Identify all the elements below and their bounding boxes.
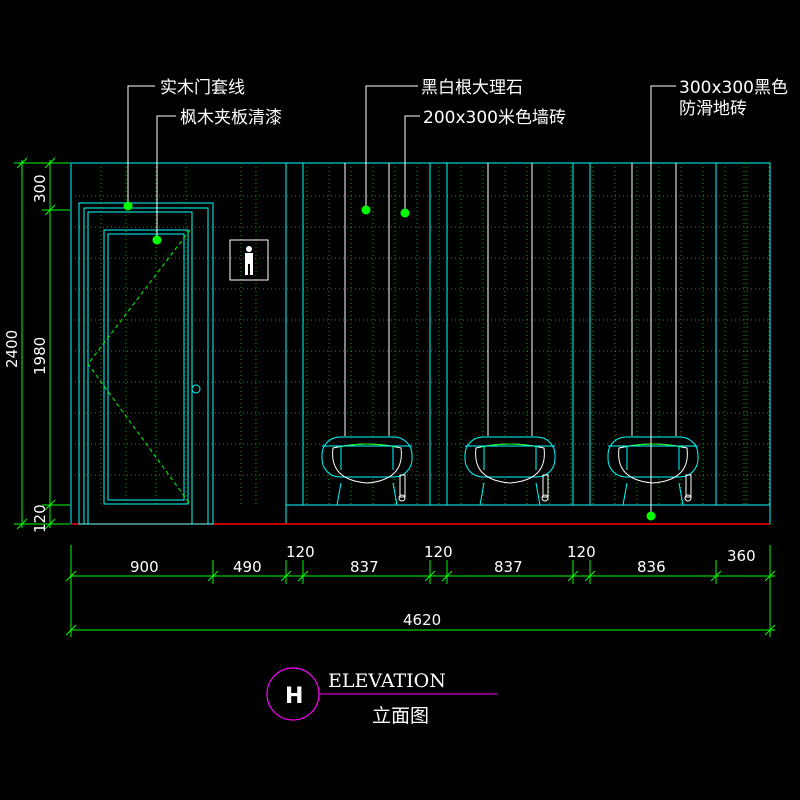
- vertical-dimension-lines: [14, 157, 70, 530]
- urinal: [607, 436, 699, 506]
- label-marble: 黑白根大理石: [421, 78, 523, 98]
- dim-bay-1: 837: [350, 558, 379, 576]
- urinal-leg: [535, 482, 541, 506]
- dim-middle-height: 1980: [31, 337, 49, 375]
- dim-end: 360: [727, 547, 756, 565]
- urinal-leg: [678, 482, 684, 506]
- urinal-pipe: [685, 474, 692, 498]
- urinal-rim: [464, 436, 556, 478]
- dim-gap: 490: [233, 558, 262, 576]
- title-en: ELEVATION: [328, 670, 446, 692]
- door-leaf: [87, 211, 193, 525]
- urinal-pipe: [542, 474, 549, 498]
- urinal-rim: [321, 436, 413, 478]
- urinals: [321, 436, 699, 506]
- door-frame-inner: [83, 207, 209, 525]
- dim-bay-2: 837: [494, 558, 523, 576]
- urinal-leg: [392, 482, 398, 506]
- dim-overall: 4620: [403, 611, 441, 629]
- urinal-leg: [622, 482, 628, 506]
- dim-pillar-1: 120: [286, 543, 315, 561]
- urinal: [321, 436, 413, 506]
- urinal-leg: [336, 482, 342, 506]
- door-panel-inner: [107, 233, 185, 501]
- urinal: [464, 436, 556, 506]
- urinal-rim: [607, 436, 699, 478]
- urinal-pipe-end: [398, 494, 406, 502]
- marble-strips: [344, 163, 677, 436]
- door: [78, 202, 214, 525]
- urinal-pipe: [399, 474, 406, 498]
- door-swing-line: [87, 229, 191, 505]
- urinal-pipe-end: [684, 494, 692, 502]
- dim-bottom-height: 120: [31, 504, 49, 533]
- urinal-leg: [479, 482, 485, 506]
- label-floor-tile-2: 防滑地砖: [679, 99, 747, 119]
- horizontal-dimension-lines: [65, 545, 776, 637]
- label-floor-tile-1: 300x300黑色: [679, 78, 788, 98]
- leaders: [127, 85, 676, 516]
- leader-dots: [123, 201, 656, 521]
- urinal-pipe-end: [541, 494, 549, 502]
- door-handle: [191, 384, 201, 394]
- dim-door: 900: [130, 558, 159, 576]
- door-frame-outer: [78, 202, 214, 525]
- label-door-panel: 枫木夹板清漆: [180, 108, 282, 128]
- label-wall-tile: 200x300米色墙砖: [423, 108, 566, 128]
- dim-top-height: 300: [31, 174, 49, 203]
- dim-total-height: 2400: [3, 330, 21, 368]
- door-panel: [103, 229, 189, 505]
- dim-pillar-2: 120: [424, 543, 453, 561]
- label-door-frame: 实木门套线: [160, 78, 245, 98]
- dim-bay-3: 836: [637, 558, 666, 576]
- pillar-lines: [302, 163, 717, 505]
- man-icon: [245, 246, 253, 275]
- title-cn: 立面图: [372, 705, 429, 727]
- dim-pillar-3: 120: [567, 543, 596, 561]
- section-marker: H: [285, 684, 303, 709]
- title-block: H ELEVATION 立面图: [266, 667, 498, 727]
- toilet-sign: [229, 239, 269, 281]
